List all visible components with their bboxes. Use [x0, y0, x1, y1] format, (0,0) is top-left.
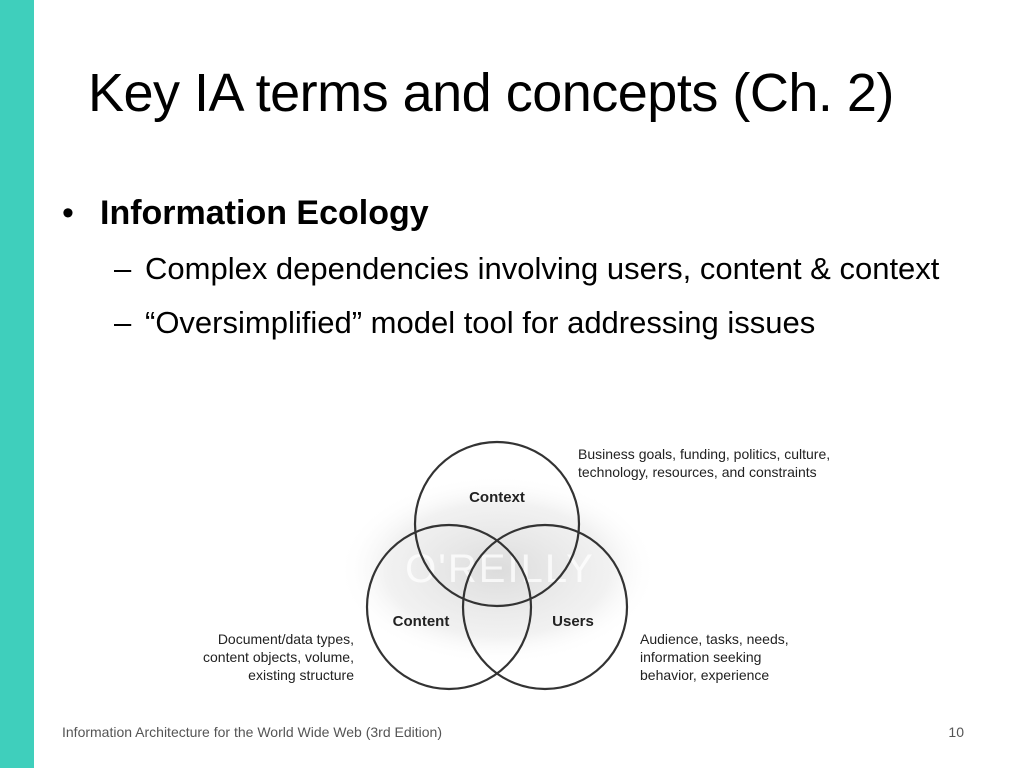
- users-annotation-line: information seeking: [640, 649, 761, 665]
- sub-bullet-text: “Oversimplified” model tool for addressi…: [145, 305, 816, 340]
- slide-title: Key IA terms and concepts (Ch. 2): [88, 63, 894, 123]
- page-number: 10: [948, 724, 964, 740]
- content-annotation-line: existing structure: [248, 667, 354, 683]
- content-circle: [365, 523, 533, 691]
- context-circle: [413, 440, 581, 608]
- users-label: Users: [552, 613, 594, 630]
- venn-diagram: O'REILLY Context Content Users Business …: [203, 440, 830, 691]
- sub-bullet-text: Complex dependencies involving users, co…: [145, 251, 940, 286]
- sub-bullet-marker: –: [114, 305, 132, 340]
- context-annotation-line: technology, resources, and constraints: [578, 464, 817, 480]
- users-annotation-line: behavior, experience: [640, 667, 769, 683]
- bullet-item: • Information Ecology: [62, 190, 982, 236]
- context-label: Context: [469, 489, 525, 506]
- bullet-heading: Information Ecology: [100, 194, 429, 232]
- users-annotation-line: Audience, tasks, needs,: [640, 631, 789, 647]
- context-annotation-line: Business goals, funding, politics, cultu…: [578, 446, 830, 462]
- accent-bar: [0, 0, 34, 768]
- content-annotation-line: content objects, volume,: [203, 649, 354, 665]
- bullet-marker: •: [62, 194, 74, 232]
- sub-bullet-item: – “Oversimplified” model tool for addres…: [114, 300, 982, 346]
- users-circle: [461, 523, 629, 691]
- sub-bullet-marker: –: [114, 251, 132, 286]
- watermark-logo: O'REILLY: [405, 547, 595, 591]
- content-label: Content: [393, 613, 450, 630]
- footer-source: Information Architecture for the World W…: [62, 724, 442, 740]
- bullet-list: • Information Ecology – Complex dependen…: [62, 190, 982, 346]
- sub-bullet-item: – Complex dependencies involving users, …: [114, 246, 982, 292]
- content-annotation-line: Document/data types,: [218, 631, 354, 647]
